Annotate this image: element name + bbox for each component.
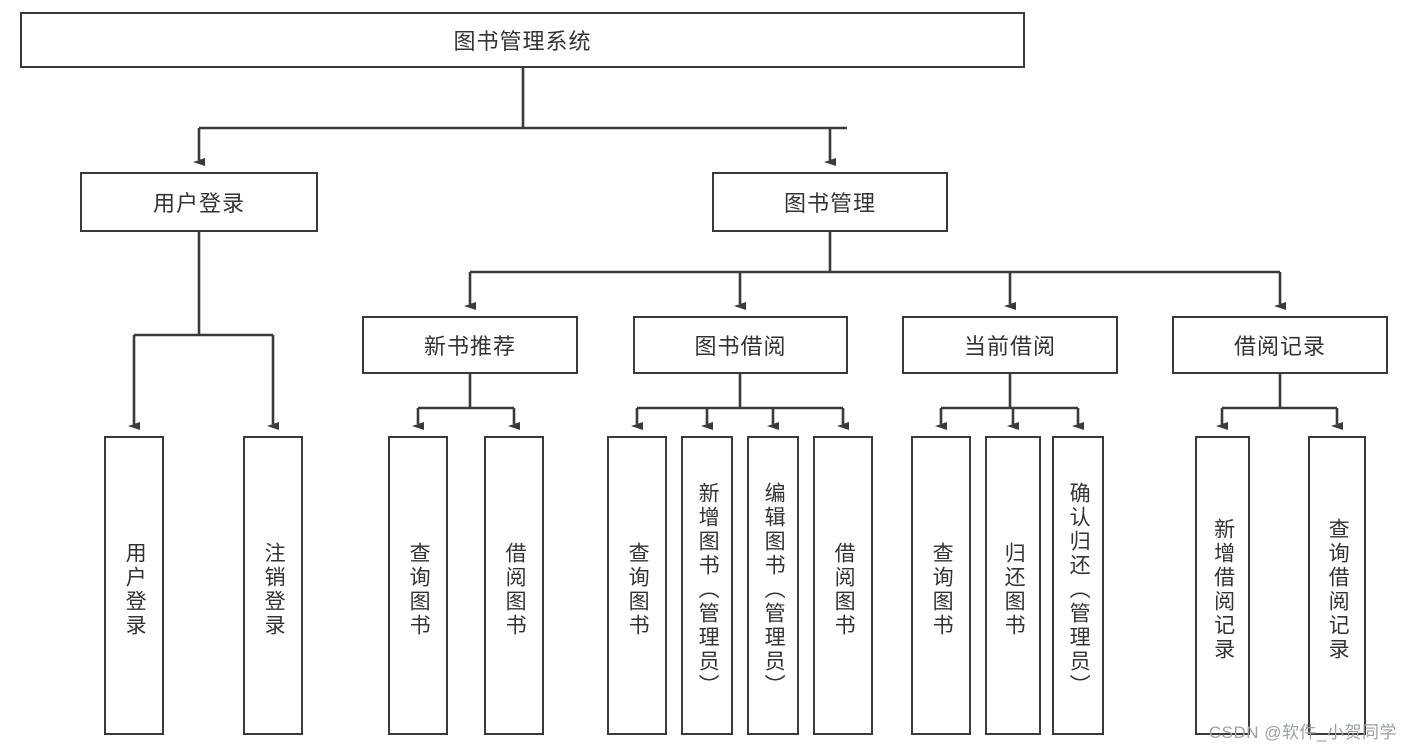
node-leaf-borrow-book-rec[interactable]: 借阅图书: [484, 436, 544, 735]
node-leaf-add-book-label: 新增图书（管理员）: [696, 481, 720, 698]
node-user-login-label: 用户登录: [152, 191, 245, 216]
node-leaf-query-book-borrow-label: 查询图书: [626, 541, 650, 638]
node-leaf-query-book-borrow[interactable]: 查询图书: [607, 436, 667, 735]
node-leaf-confirm-return-label: 确认归还（管理员）: [1067, 481, 1091, 698]
node-user-login[interactable]: 用户登录: [80, 172, 318, 232]
node-leaf-user-login[interactable]: 用户登录: [104, 436, 164, 735]
node-leaf-query-book-rec-label: 查询图书: [407, 541, 431, 638]
node-book-borrow-label: 图书借阅: [694, 334, 787, 359]
node-leaf-confirm-return[interactable]: 确认归还（管理员）: [1052, 436, 1104, 735]
node-new-book-recommend-label: 新书推荐: [423, 334, 516, 359]
node-borrow-record-label: 借阅记录: [1233, 334, 1326, 359]
node-leaf-query-book-rec[interactable]: 查询图书: [388, 436, 448, 735]
node-leaf-logout-label: 注销登录: [262, 541, 286, 638]
node-leaf-borrow-book-label: 借阅图书: [832, 541, 856, 638]
node-leaf-edit-book[interactable]: 编辑图书（管理员）: [747, 436, 799, 735]
node-leaf-return-book[interactable]: 归还图书: [985, 436, 1041, 735]
node-leaf-return-book-label: 归还图书: [1002, 541, 1026, 638]
node-leaf-query-book-cur-label: 查询图书: [930, 541, 954, 638]
node-book-manage[interactable]: 图书管理: [712, 172, 948, 232]
node-new-book-recommend[interactable]: 新书推荐: [362, 316, 578, 374]
node-current-borrow[interactable]: 当前借阅: [902, 316, 1118, 374]
node-leaf-edit-book-label: 编辑图书（管理员）: [762, 481, 786, 698]
node-current-borrow-label: 当前借阅: [963, 334, 1056, 359]
node-leaf-add-book[interactable]: 新增图书（管理员）: [681, 436, 733, 735]
node-book-manage-label: 图书管理: [783, 191, 876, 216]
node-leaf-borrow-book-rec-label: 借阅图书: [503, 541, 527, 638]
node-leaf-add-record[interactable]: 新增借阅记录: [1195, 436, 1250, 735]
node-leaf-query-record-label: 查询借阅记录: [1326, 517, 1350, 662]
node-root-label: 图书管理系统: [453, 29, 592, 54]
node-leaf-borrow-book[interactable]: 借阅图书: [813, 436, 873, 735]
node-leaf-query-book-cur[interactable]: 查询图书: [911, 436, 971, 735]
node-borrow-record[interactable]: 借阅记录: [1172, 316, 1388, 374]
node-leaf-add-record-label: 新增借阅记录: [1211, 517, 1235, 662]
node-leaf-query-record[interactable]: 查询借阅记录: [1308, 436, 1366, 735]
node-leaf-user-login-label: 用户登录: [123, 541, 147, 638]
watermark: CSDN @软件_小贺同学: [1208, 723, 1397, 742]
node-book-borrow[interactable]: 图书借阅: [633, 316, 848, 374]
node-root[interactable]: 图书管理系统: [20, 12, 1025, 68]
node-leaf-logout[interactable]: 注销登录: [243, 436, 303, 735]
